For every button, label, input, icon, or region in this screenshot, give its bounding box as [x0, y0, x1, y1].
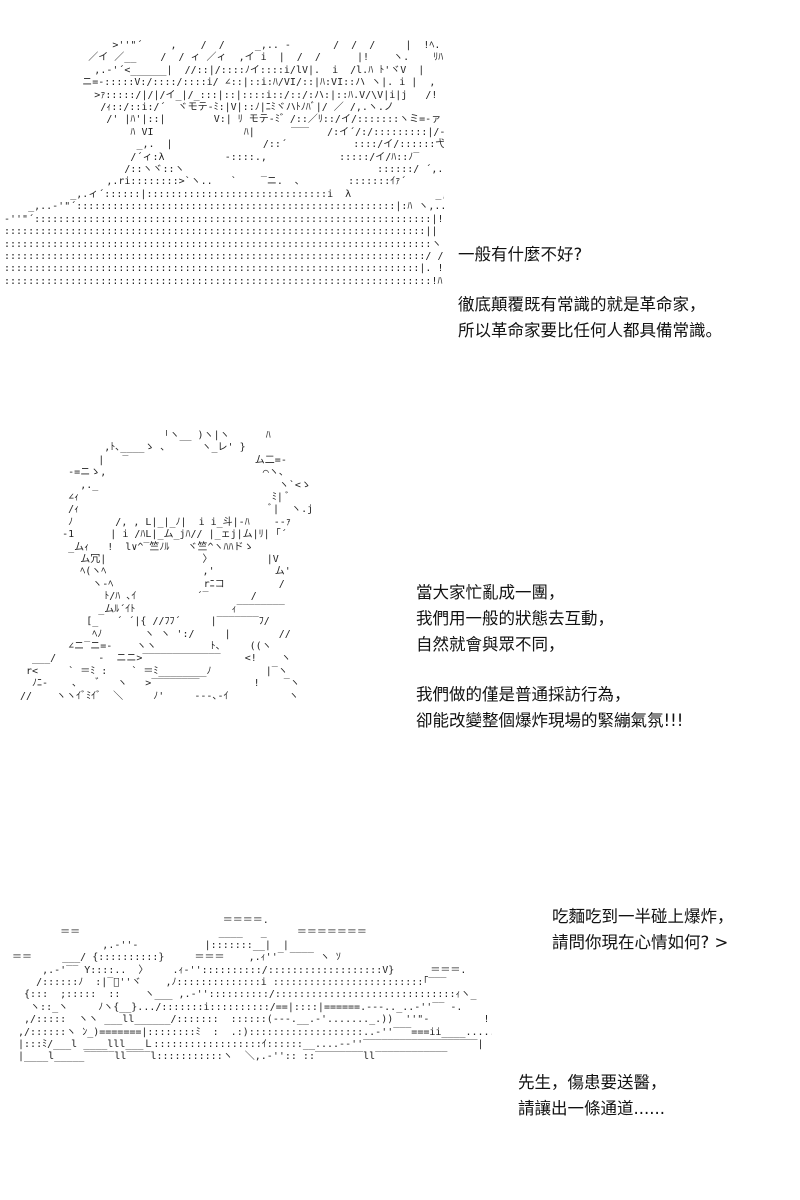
- dialogue-line: 吃麵吃到一半碰上爆炸，: [552, 907, 734, 926]
- dialogue-line: 請讓出一條通道......: [518, 1099, 665, 1118]
- dialogue-line: 先生，傷患要送醫，: [518, 1073, 667, 1092]
- dialogue-line: 請問你現在心情如何? >: [552, 933, 729, 952]
- dialogue-box: 吃麵吃到一半碰上爆炸， 請問你現在心情如何? >: [552, 904, 734, 956]
- dialogue-line: 一般有什麼不好?: [458, 245, 583, 264]
- panel-1: >''"´ ￣ , / / _,.. - / / / | !ﾍ. ﾉ ヽ , ﾄ…: [0, 0, 800, 420]
- panel-2: ｢ヽ__ )ヽ|ヽ ﾊ ,ﾄ､____ゝ ､ ヽ_レ' } | ‾ ム二=- -…: [0, 420, 800, 850]
- dialogue-line: 自然就會與眾不同，: [416, 635, 565, 654]
- ascii-art-collapsed-scene: ＝＝＝＝. ＝＝ ____ _ ＝＝＝＝＝＝＝ ,.-''- |:::::::_…: [12, 915, 492, 1063]
- dialogue-box: 一般有什麼不好?: [458, 242, 582, 268]
- dialogue-box: 當大家忙亂成一團， 我們用一般的狀態去互動， 自然就會與眾不同，: [416, 580, 614, 658]
- dialogue-line: 所以革命家要比任何人都具備常識。: [458, 321, 722, 340]
- ascii-art-character-speaking: ｢ヽ__ )ヽ|ヽ ﾊ ,ﾄ､____ゝ ､ ヽ_レ' } | ‾ ム二=- -…: [20, 430, 314, 702]
- dialogue-line: 我們做的僅是普通採訪行為，: [416, 685, 631, 704]
- dialogue-box: 我們做的僅是普通採訪行為， 卻能改變整個爆炸現場的緊繃氣氛!!!: [416, 682, 683, 734]
- ascii-art-character-thinking: >''"´ ￣ , / / _,.. - / / / | !ﾍ. ﾉ ヽ , ﾄ…: [4, 40, 444, 287]
- dialogue-box: 徹底顛覆既有常識的就是革命家， 所以革命家要比任何人都具備常識。: [458, 292, 722, 344]
- dialogue-line: 卻能改變整個爆炸現場的緊繃氣氛!!!: [416, 711, 684, 730]
- dialogue-line: 徹底顛覆既有常識的就是革命家，: [458, 295, 706, 314]
- dialogue-line: 當大家忙亂成一團，: [416, 583, 565, 602]
- dialogue-box: 先生，傷患要送醫， 請讓出一條通道......: [518, 1070, 667, 1122]
- panel-3: ＝＝＝＝. ＝＝ ____ _ ＝＝＝＝＝＝＝ ,.-''- |:::::::_…: [0, 890, 800, 1150]
- dialogue-line: 我們用一般的狀態去互動，: [416, 609, 614, 628]
